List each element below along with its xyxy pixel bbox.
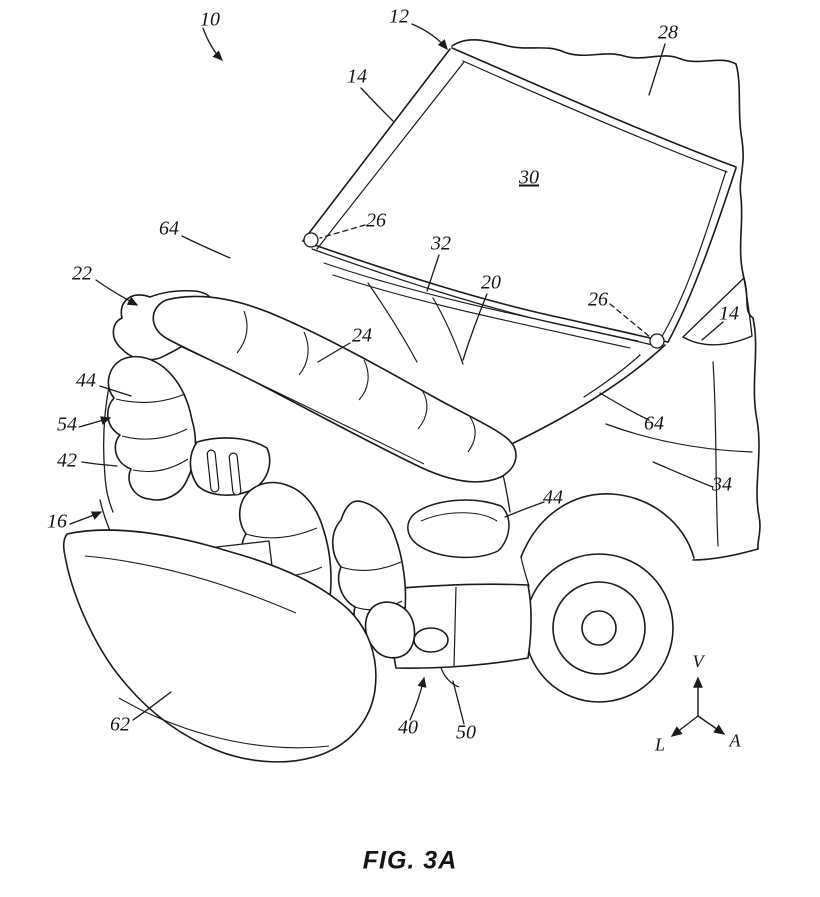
- ref-label-44: 44: [543, 486, 563, 509]
- ref-label-26: 26: [588, 288, 608, 311]
- tire: [524, 553, 674, 703]
- ref-label-44: 44: [76, 369, 96, 392]
- front-wheel: [524, 553, 674, 703]
- attachment-point-right: [649, 333, 665, 349]
- axis-label-a: A: [729, 730, 741, 751]
- ref-label-62: 62: [110, 713, 130, 736]
- airbag-left-stack: [107, 355, 197, 501]
- ref-label-28: 28: [658, 21, 678, 44]
- ref-label-22: 22: [72, 262, 92, 285]
- ref-label-12: 12: [389, 5, 409, 28]
- axis-label-l: L: [654, 734, 666, 755]
- a-pillar-right: [667, 167, 737, 343]
- ref-label-50: 50: [456, 721, 476, 744]
- wheel-hub: [581, 610, 617, 646]
- attachment-point-left: [303, 232, 319, 248]
- ref-label-20: 20: [481, 271, 501, 294]
- ref-label-34: 34: [712, 473, 732, 496]
- cowl-line: [302, 240, 669, 343]
- door-seam: [712, 361, 719, 547]
- ref-label-32: 32: [431, 232, 451, 255]
- ref-label-14: 14: [347, 65, 367, 88]
- a-pillar-left: [302, 48, 451, 242]
- ref-label-26: 26: [366, 209, 386, 232]
- vehicle-outline: [99, 39, 761, 587]
- leader-lines: [69, 23, 724, 725]
- side-window: [681, 276, 753, 346]
- ref-label-54: 54: [57, 413, 77, 436]
- headlamp: [407, 499, 510, 559]
- wiper-line: [323, 262, 639, 342]
- ref-label-42: 42: [57, 449, 77, 472]
- airbags: [62, 289, 517, 763]
- axis-arrow-l: [670, 715, 699, 737]
- fog-lamp: [413, 627, 449, 653]
- axis-indicator: [670, 676, 726, 737]
- airbag-fold-lines: [181, 310, 476, 465]
- airbag-lower-flap: [62, 529, 377, 763]
- axis-label-v: V: [692, 651, 704, 672]
- ref-label-14: 14: [719, 302, 739, 325]
- ref-label-64: 64: [159, 217, 179, 240]
- ref-label-40: 40: [398, 716, 418, 739]
- ref-label-30: 30: [519, 166, 539, 189]
- figure-caption: FIG. 3A: [362, 846, 458, 875]
- ref-label-24: 24: [352, 324, 372, 347]
- attachment-markers: [303, 232, 665, 349]
- wheel-rim: [552, 581, 646, 675]
- ref-label-64: 64: [644, 412, 664, 435]
- wheel-arch: [520, 493, 695, 559]
- ref-label-16: 16: [47, 510, 67, 533]
- axis-arrow-a: [697, 715, 726, 735]
- ref-label-10: 10: [200, 8, 220, 31]
- hood-crease: [432, 297, 464, 365]
- roof-outline: [451, 39, 754, 319]
